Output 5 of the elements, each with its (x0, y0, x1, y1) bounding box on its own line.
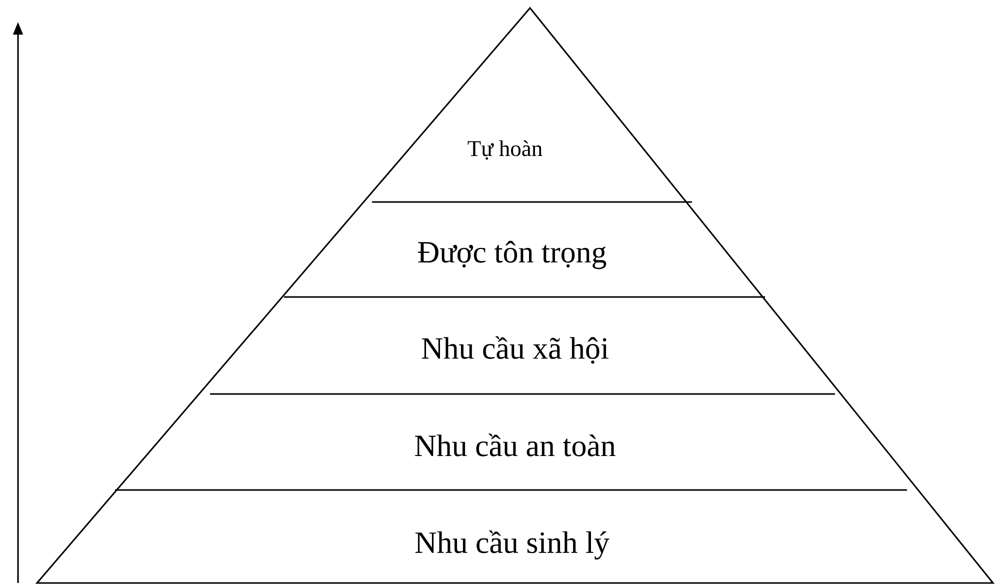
tier-label: Nhu cầu an toàn (414, 434, 616, 456)
tier-label: Được tôn trọng (418, 240, 606, 270)
tier-label: Nhu cầu xã hội (422, 336, 608, 364)
tier-label: Nhu cầu sinh lý (415, 530, 610, 560)
tier-label: Tự hoàn (468, 140, 542, 160)
